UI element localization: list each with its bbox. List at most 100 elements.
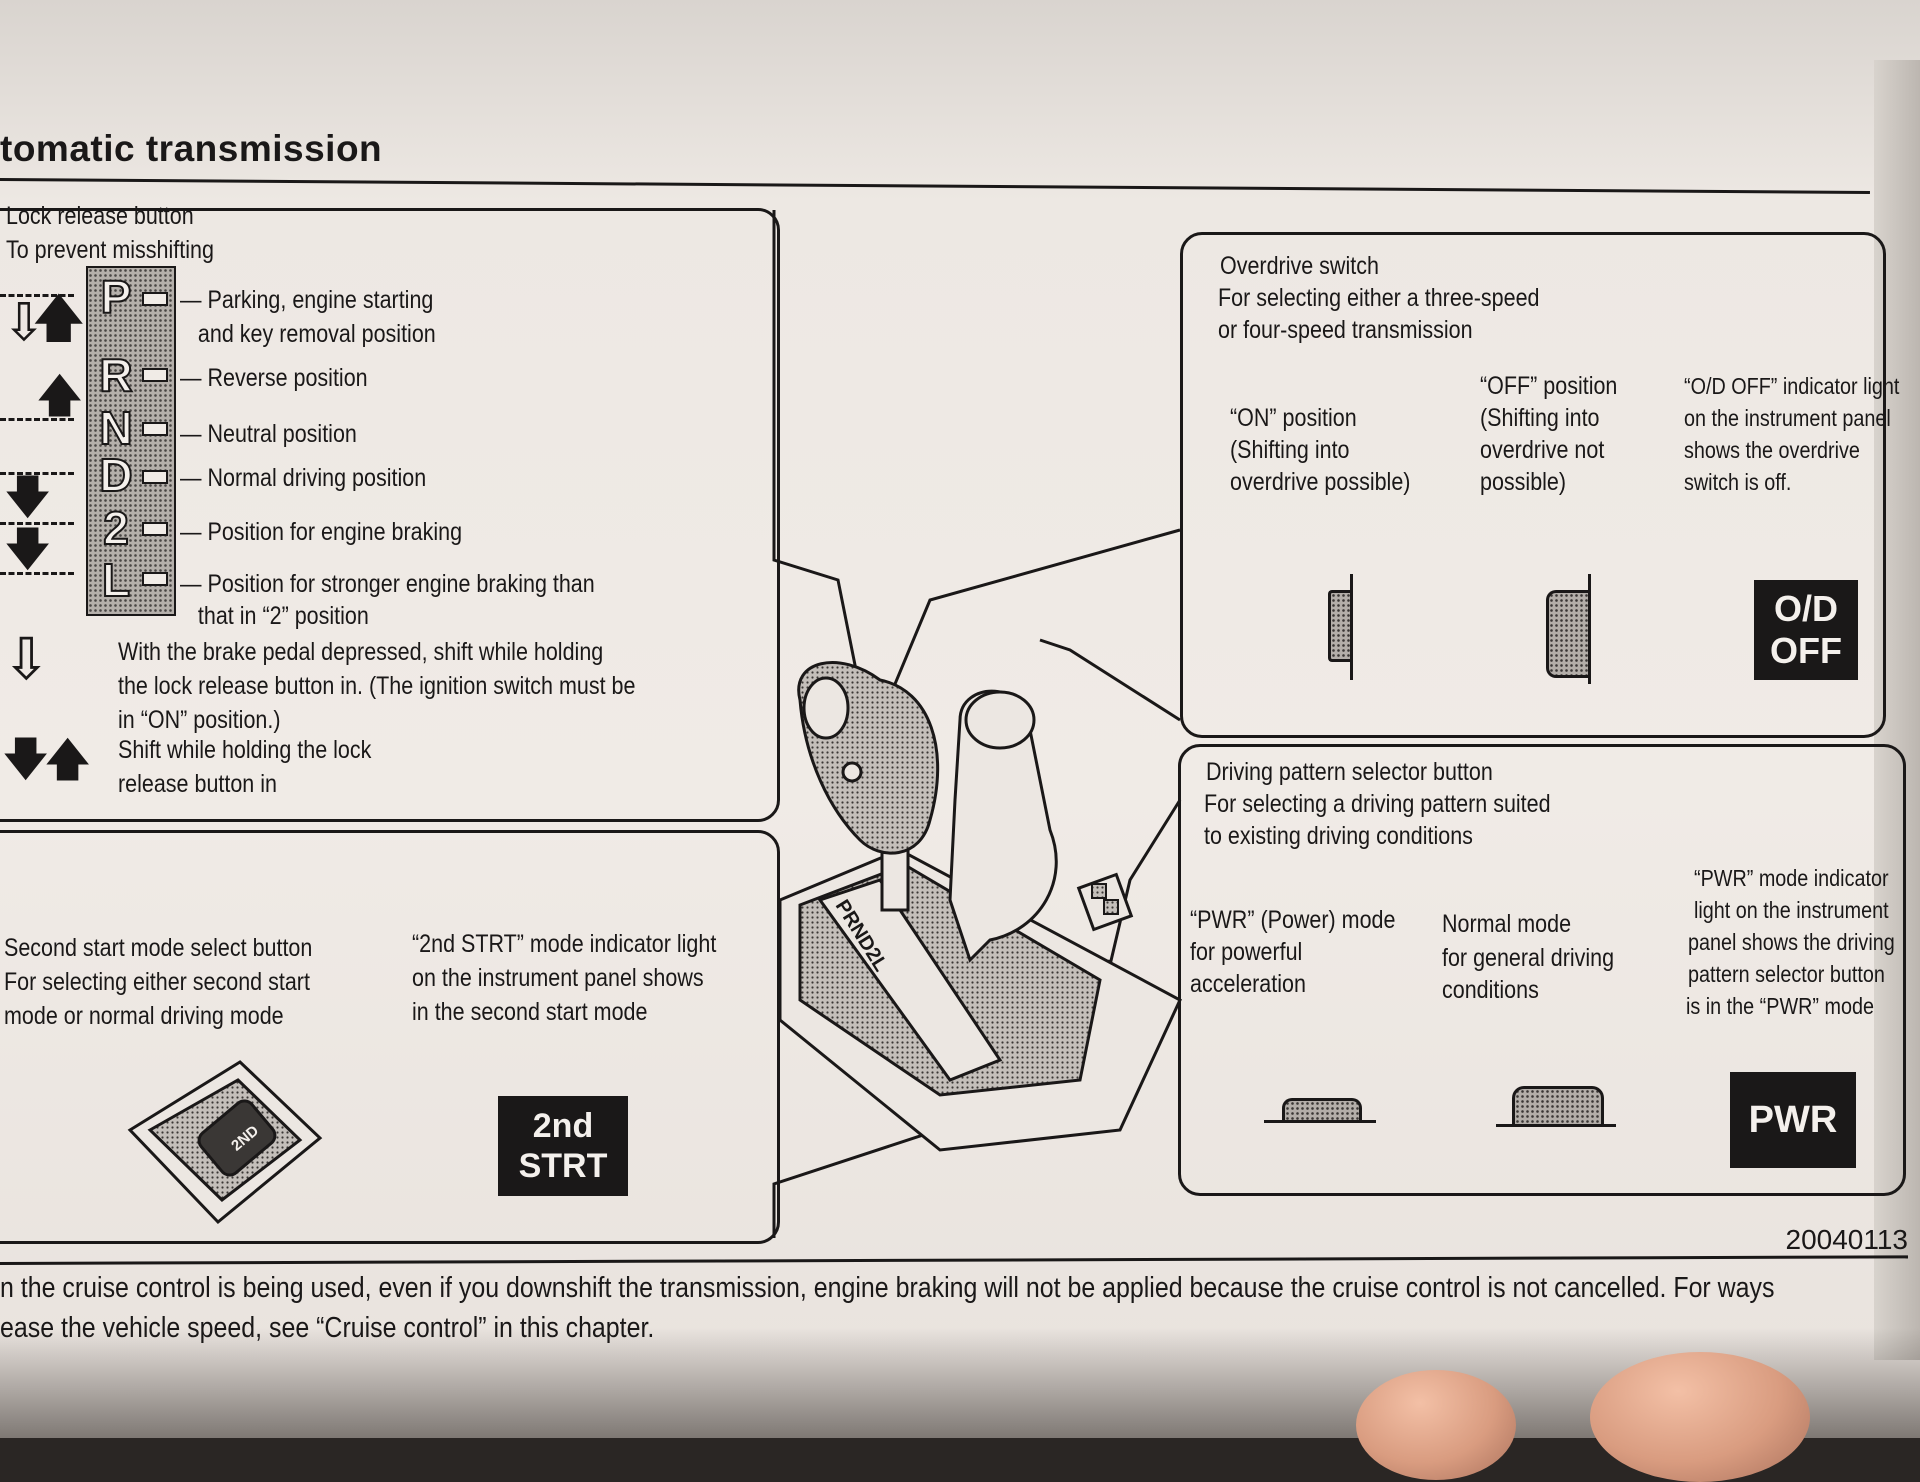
pwr-indicator-light: PWR	[1730, 1072, 1856, 1168]
gear-p-desc-2: and key removal position	[180, 320, 436, 348]
od-switch-on-base	[1350, 574, 1353, 680]
pattern-desc-1: For selecting a driving pattern suited	[1204, 790, 1551, 818]
od-on-desc-1: “ON” position	[1230, 404, 1357, 432]
od-switch-off	[1546, 590, 1591, 678]
solid-up-arrow-icon: 🡅	[44, 732, 92, 786]
gear-indicator-strip	[86, 266, 176, 616]
gear-detent	[142, 368, 168, 382]
misshift-heading: To prevent misshifting	[6, 236, 214, 264]
pwr-mode-desc-2: for powerful	[1190, 938, 1303, 966]
gear-detent	[142, 292, 168, 306]
lock-note-line-2: release button in	[118, 770, 277, 798]
gear-detent	[142, 572, 168, 586]
pwr-mode-desc-1: “PWR” (Power) mode	[1190, 906, 1396, 934]
section-title: tomatic transmission	[0, 128, 383, 169]
overdrive-desc-1: For selecting either a three-speed	[1218, 284, 1540, 312]
pwr-indicator-desc-2: light on the instrument	[1694, 897, 1889, 923]
od-indicator-desc-1: “O/D OFF” indicator light	[1684, 373, 1900, 399]
lock-release-heading: Lock release button	[6, 202, 194, 230]
overdrive-title: Overdrive switch	[1220, 252, 1379, 280]
pattern-desc-2: to existing driving conditions	[1204, 822, 1473, 850]
gear-r-desc: — Reverse position	[180, 364, 368, 392]
part-number: 20040113	[1785, 1224, 1909, 1255]
second-start-indicator-desc-2: on the instrument panel shows	[412, 964, 704, 992]
gear-letter-n: N	[98, 402, 133, 454]
shift-lever-illustration: PRND2L 2ND	[127, 210, 1182, 1238]
solid-up-arrow-icon: 🡅	[32, 289, 86, 349]
driving-pattern-panel	[1178, 744, 1906, 1196]
od-off-desc-2: (Shifting into	[1480, 404, 1600, 432]
gear-p-desc: — Parking, engine starting	[180, 286, 434, 314]
normal-mode-desc-2: for general driving	[1442, 944, 1615, 972]
pattern-title: Driving pattern selector button	[1206, 758, 1493, 786]
od-on-desc-2: (Shifting into	[1230, 436, 1350, 464]
gear-n-desc: — Neutral position	[180, 420, 357, 448]
od-on-desc-3: overdrive possible)	[1230, 468, 1411, 496]
gear-detent	[142, 522, 168, 536]
pwr-indicator-desc-1: “PWR” mode indicator	[1694, 865, 1889, 891]
overdrive-desc-2: or four-speed transmission	[1218, 316, 1473, 344]
brake-note-line-1: With the brake pedal depressed, shift wh…	[118, 638, 604, 666]
lock-release-panel	[0, 208, 780, 822]
second-start-button-desc-1: Second start mode select button	[4, 934, 313, 962]
gear-2-desc: — Position for engine braking	[180, 518, 463, 546]
footer-line-1: n the cruise control is being used, even…	[0, 1272, 1775, 1304]
solid-down-arrow-icon: 🡇	[4, 470, 52, 524]
gear-letter-p: P	[100, 271, 133, 323]
gear-detent	[142, 470, 168, 484]
pwr-indicator-desc-4: pattern selector button	[1688, 961, 1885, 987]
solid-down-arrow-icon: 🡇	[2, 732, 50, 786]
thumb	[1356, 1370, 1516, 1480]
brake-note-line-3: in “ON” position.)	[118, 706, 281, 734]
od-indicator-desc-3: shows the overdrive	[1684, 437, 1860, 463]
second-start-panel	[0, 830, 780, 1244]
pwr-indicator-desc-3: panel shows the driving	[1688, 929, 1895, 955]
overdrive-panel	[1180, 232, 1886, 738]
gear-letter-l: L	[101, 554, 131, 606]
normal-mode-desc-3: conditions	[1442, 976, 1539, 1004]
second-start-indicator-desc-3: in the second start mode	[412, 998, 648, 1026]
second-start-indicator-desc-1: “2nd STRT” mode indicator light	[412, 930, 717, 958]
gear-divider	[0, 418, 74, 421]
gear-divider	[0, 294, 74, 297]
indicator-label-line-2: STRT	[518, 1147, 608, 1185]
gear-divider	[0, 472, 74, 475]
second-start-indicator-light: 2nd STRT	[498, 1096, 628, 1196]
od-off-desc-3: overdrive not	[1480, 436, 1605, 464]
gear-d-desc: — Normal driving position	[180, 464, 427, 492]
normal-button-base	[1496, 1124, 1616, 1127]
solid-down-arrow-icon: 🡇	[4, 522, 52, 576]
od-switch-on	[1328, 590, 1353, 662]
gear-letter-r: R	[98, 349, 133, 401]
lock-note-line-1: Shift while holding the lock	[118, 736, 372, 764]
hollow-down-arrow-icon: ⇩	[2, 293, 46, 353]
solid-up-arrow-icon: 🡅	[36, 368, 84, 422]
gear-divider	[0, 572, 74, 575]
gear-l-desc-2: that in “2” position	[180, 602, 369, 630]
od-indicator-desc-2: on the instrument panel	[1684, 405, 1891, 431]
indicator-label-line-1: 2nd	[532, 1107, 594, 1145]
pwr-mode-desc-3: acceleration	[1190, 970, 1306, 998]
pwr-indicator-desc-5: is in the “PWR” mode	[1686, 993, 1874, 1019]
indicator-label-line-2: OFF	[1770, 630, 1842, 671]
od-off-indicator-light: O/D OFF	[1754, 580, 1858, 680]
second-start-button-desc-3: mode or normal driving mode	[4, 1002, 284, 1030]
gear-l-desc: — Position for stronger engine braking t…	[180, 570, 595, 598]
second-start-button-desc-2: For selecting either second start	[4, 968, 310, 996]
gear-letter-2: 2	[102, 502, 130, 554]
od-off-desc-4: possible)	[1480, 468, 1567, 496]
gear-detent	[142, 422, 168, 436]
page-edge	[1874, 60, 1920, 1360]
od-switch-off-base	[1588, 574, 1591, 684]
brake-note-line-2: the lock release button in. (The ignitio…	[118, 672, 636, 700]
indicator-label: PWR	[1748, 1098, 1838, 1141]
thumb	[1590, 1352, 1810, 1482]
gear-divider	[0, 522, 74, 525]
indicator-label-line-1: O/D	[1773, 588, 1838, 629]
gear-letter-d: D	[98, 449, 133, 501]
pwr-button-pressed	[1282, 1098, 1362, 1121]
hollow-down-arrow-icon: ⇩	[2, 625, 51, 693]
normal-button-raised	[1512, 1086, 1604, 1125]
od-indicator-desc-4: switch is off.	[1684, 469, 1792, 495]
